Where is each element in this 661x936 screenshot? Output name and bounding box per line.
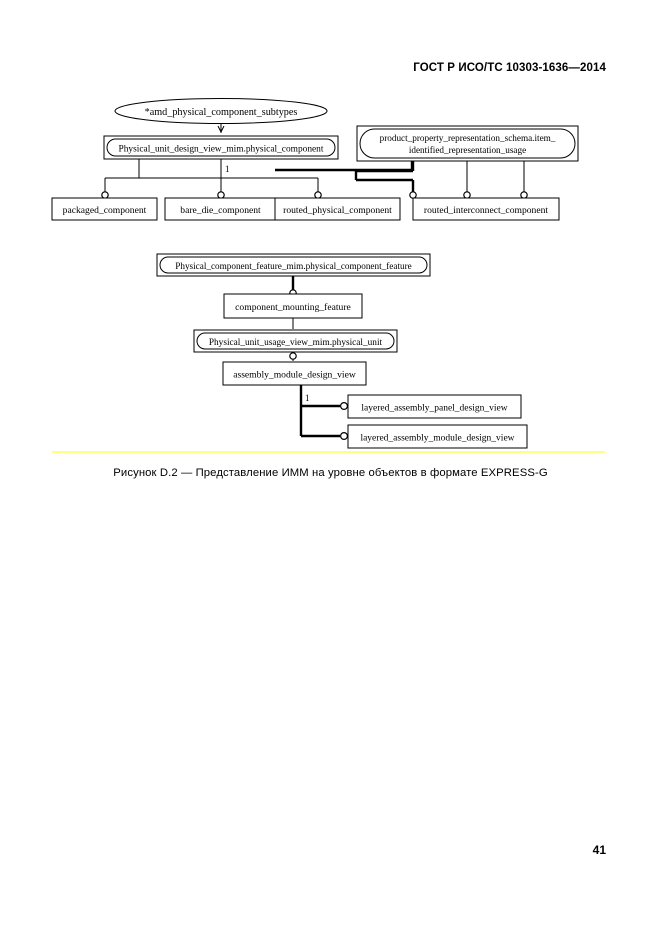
circle-routed-interconnect-component bbox=[463, 191, 471, 199]
node-label-routed-interconnect-component: routed_interconnect_component bbox=[424, 205, 548, 216]
node-label-physical-unit-design-view-mim-physical-component: Physical_unit_design_view_mim.physical_c… bbox=[119, 145, 324, 155]
circle-routed-physical-component-2 bbox=[409, 191, 417, 199]
node-layered-assembly-module-design-view[interactable]: layered_assembly_module_design_view bbox=[347, 424, 528, 449]
node-routed-interconnect-component[interactable]: routed_interconnect_component bbox=[412, 197, 560, 221]
node-label-amd-physical-component-subtypes: *amd_physical_component_subtypes bbox=[145, 107, 298, 118]
node-label-routed-physical-component: routed_physical_component bbox=[283, 205, 392, 216]
node-assembly-module-design-view[interactable]: assembly_module_design_view bbox=[222, 361, 367, 386]
node-label-packaged-component: packaged_component bbox=[63, 205, 147, 216]
edge-multiplicity-label-bottom: 1 bbox=[305, 393, 310, 403]
node-layered-assembly-panel-design-view[interactable]: layered_assembly_panel_design_view bbox=[347, 394, 522, 419]
node-bare-die-component[interactable]: bare_die_component bbox=[164, 197, 277, 221]
circle-assembly-module-design-view bbox=[289, 352, 297, 360]
circle-packaged-component bbox=[101, 191, 109, 199]
edge-thick-path-a bbox=[371, 161, 413, 192]
node-component-mounting-feature[interactable]: component_mounting_feature bbox=[223, 293, 363, 319]
circle-routed-physical-component bbox=[314, 191, 322, 199]
node-amd-physical-component-subtypes[interactable]: *amd_physical_component_subtypes bbox=[114, 98, 328, 124]
edge-assembly-module-to-layered-views bbox=[299, 385, 340, 438]
circle-routed-interconnect-component-2 bbox=[520, 191, 528, 199]
circle-layered-assembly-panel-design-view bbox=[340, 402, 349, 411]
node-routed-physical-component[interactable]: routed_physical_component bbox=[274, 197, 401, 221]
node-label-product-property-representation-schema-line2: identified_representation_usage bbox=[409, 145, 526, 155]
node-label-bare-die-component: bare_die_component bbox=[180, 205, 261, 216]
circle-bare-die-component bbox=[217, 191, 225, 199]
node-physical-unit-design-view-mim-physical-component[interactable]: Physical_unit_design_view_mim.physical_c… bbox=[103, 135, 339, 160]
node-product-property-representation-schema[interactable]: product_property_representation_schema.i… bbox=[356, 125, 579, 162]
figure-caption: Рисунок D.2 — Представление ИММ на уровн… bbox=[113, 467, 548, 479]
diagram-connectors bbox=[104, 117, 525, 438]
document-header-standard-id: ГОСТ Р ИСО/ТС 10303-1636—2014 bbox=[413, 62, 606, 74]
node-label-physical-unit-usage-view-mim: Physical_unit_usage_view_mim.physical_un… bbox=[209, 338, 383, 348]
node-label-layered-assembly-module-design-view: layered_assembly_module_design_view bbox=[360, 434, 514, 444]
node-label-physical-component-feature-mim: Physical_component_feature_mim.physical_… bbox=[175, 261, 412, 271]
node-label-layered-assembly-panel-design-view: layered_assembly_panel_design_view bbox=[361, 404, 507, 414]
node-packaged-component[interactable]: packaged_component bbox=[51, 197, 158, 221]
express-g-diagram: *amd_physical_component_subtypes Physica… bbox=[0, 0, 661, 460]
node-physical-unit-usage-view-mim[interactable]: Physical_unit_usage_view_mim.physical_un… bbox=[193, 329, 398, 353]
edge-thick-routing bbox=[354, 161, 415, 192]
node-physical-component-feature-mim[interactable]: Physical_component_feature_mim.physical_… bbox=[156, 253, 431, 277]
node-label-product-property-representation-schema-line1: product_property_representation_schema.i… bbox=[380, 133, 556, 143]
node-label-assembly-module-design-view: assembly_module_design_view bbox=[233, 370, 356, 381]
circle-layered-assembly-module-design-view bbox=[340, 432, 349, 441]
node-label-component-mounting-feature: component_mounting_feature bbox=[235, 302, 351, 313]
page-number: 41 bbox=[592, 843, 606, 857]
edge-bus-subtypes bbox=[104, 159, 319, 192]
figure-divider-rule bbox=[52, 451, 605, 453]
edge-multiplicity-label-top: 1 bbox=[225, 164, 230, 174]
